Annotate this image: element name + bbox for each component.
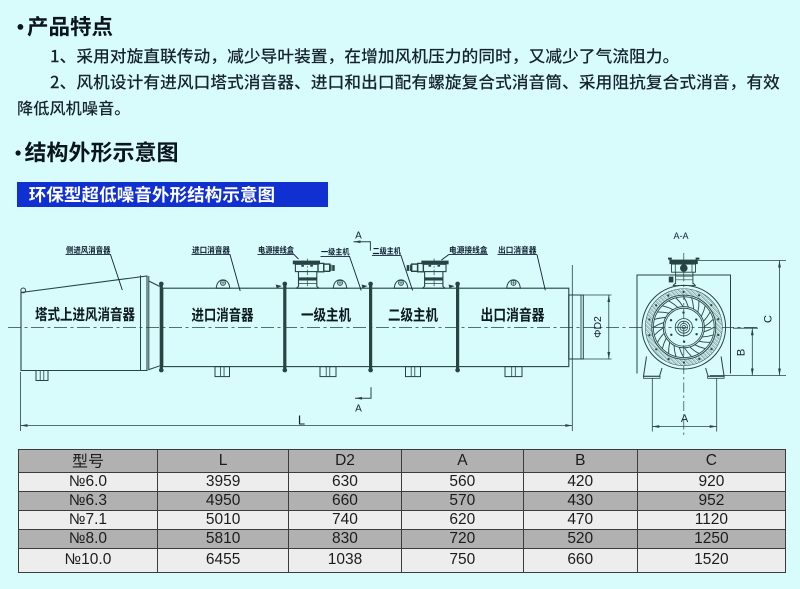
svg-text:A: A: [681, 413, 689, 425]
svg-text:A: A: [355, 404, 362, 415]
svg-text:B: B: [736, 349, 748, 356]
svg-text:A-A: A-A: [673, 231, 688, 241]
svg-text:C: C: [763, 315, 775, 323]
svg-text:L: L: [298, 412, 305, 427]
svg-text:ΦD2: ΦD2: [592, 316, 604, 338]
svg-text:A: A: [355, 231, 362, 242]
